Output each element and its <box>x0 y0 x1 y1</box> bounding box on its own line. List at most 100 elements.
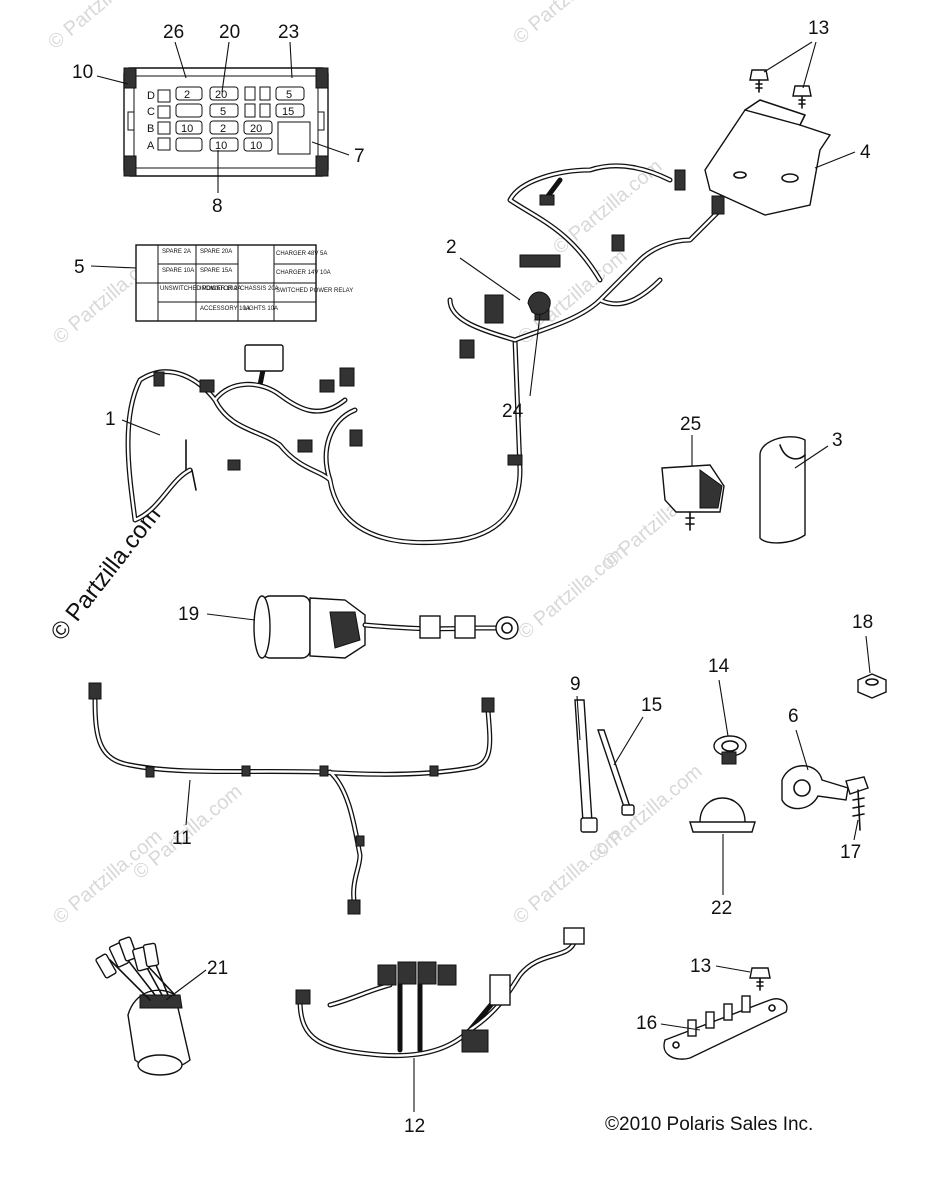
harness-connector <box>489 974 511 1006</box>
decal-cell: LIGHTS 10A <box>244 306 278 312</box>
harness-connector <box>227 459 241 471</box>
callout-13-top: 13 <box>808 18 829 39</box>
fuse-rating: 15 <box>282 106 294 118</box>
fuse-rating: 10 <box>250 140 262 152</box>
harness-connector <box>349 429 363 447</box>
watermark-9: © Partzilla.com <box>589 760 706 863</box>
decal-cell: CHARGER 48V 5A <box>276 251 327 257</box>
fuse-rating: 2 <box>184 89 190 101</box>
callout-25: 25 <box>680 414 701 435</box>
fuse-row-letter-b: B <box>147 123 154 135</box>
harness-connector <box>347 899 361 915</box>
fuse-box[interactable]: D C B A 2 20 5 10 2 20 10 10 5 15 <box>123 67 329 177</box>
wiring-harness-11[interactable] <box>88 682 495 915</box>
fuse-slots: 2 20 5 10 2 20 10 10 5 15 <box>157 86 311 155</box>
callout-13-lower: 13 <box>690 956 711 977</box>
decal-cell: CHARGER 14V 10A <box>276 270 331 276</box>
clamp-14[interactable] <box>713 735 747 765</box>
harness-clip <box>507 454 523 466</box>
callout-10: 10 <box>72 62 93 83</box>
callout-17: 17 <box>840 842 861 863</box>
protective-sleeve-3[interactable] <box>759 436 806 544</box>
callout-7: 7 <box>354 146 365 167</box>
ignition-switch-19[interactable] <box>253 595 519 659</box>
decal-cell: CHASSIS 20A <box>240 286 279 292</box>
harness-connector <box>153 371 165 387</box>
terminal-strip-16[interactable] <box>663 995 788 1060</box>
bracket-hole <box>781 173 799 183</box>
callout-4: 4 <box>860 142 871 163</box>
fuse-box-ear <box>315 67 329 89</box>
copyright-notice: ©2010 Polaris Sales Inc. <box>605 1114 813 1135</box>
decal-cell: SPARE 2A <box>162 249 191 255</box>
bracket-hole <box>733 171 747 179</box>
bracket-flange <box>744 99 806 126</box>
cable-tie-15[interactable] <box>597 729 635 816</box>
harness-connector <box>481 697 495 713</box>
callout-3: 3 <box>832 430 843 451</box>
callout-24: 24 <box>502 401 524 422</box>
flange-nut-18[interactable] <box>857 673 887 699</box>
watermark-2: © Partzilla.com <box>509 0 626 49</box>
fuse-box-outline <box>123 67 329 177</box>
fuse-label-decal[interactable]: SPARE 2A SPARE 20A CHARGER 48V 5A SPARE … <box>135 244 353 322</box>
harness-connector <box>539 194 555 206</box>
decal-cell: ACCESSORY 10A <box>200 306 250 312</box>
push-rivet-lower[interactable] <box>749 967 771 991</box>
ring-terminal <box>495 616 519 640</box>
watermark-1: © Partzilla.com <box>44 0 161 54</box>
harness-main-connector <box>461 1029 489 1053</box>
harness-lead <box>185 439 197 491</box>
fuse-box-tab <box>317 111 325 131</box>
push-rivet-top[interactable] <box>749 69 812 109</box>
decal-cell: SWITCHED POWER RELAY <box>276 288 353 294</box>
harness-connector <box>377 964 397 986</box>
main-wiring-harness[interactable] <box>125 163 725 546</box>
callout-labels: 26 20 23 10 7 8 13 4 5 2 24 1 25 3 19 18… <box>72 18 873 1137</box>
harness-connector <box>417 961 437 985</box>
fuse-rating: 20 <box>215 89 227 101</box>
fuse-rating: 20 <box>250 123 262 135</box>
callout-19: 19 <box>178 604 199 625</box>
terminal-cover-25[interactable] <box>661 464 725 531</box>
connector-harness-21[interactable] <box>95 936 191 1076</box>
harness-connector <box>484 294 504 324</box>
harness-connector <box>319 379 335 393</box>
callout-18: 18 <box>852 612 873 633</box>
harness-connector <box>459 339 475 359</box>
harness-clip <box>319 765 329 777</box>
decal-cell: INDICATOR 2A <box>200 286 241 292</box>
callout-26: 26 <box>163 22 184 43</box>
harness-connector <box>519 254 561 268</box>
bolt-17[interactable] <box>845 776 869 831</box>
fuse-row-letter-c: C <box>147 106 155 118</box>
harness-connector <box>437 964 457 986</box>
mounting-bracket[interactable] <box>704 99 832 216</box>
switch-boot <box>454 615 476 639</box>
callout-1: 1 <box>105 409 116 430</box>
callout-20: 20 <box>219 22 240 43</box>
harness-clip-24[interactable] <box>527 291 551 315</box>
decal-cell: SPARE 10A <box>162 268 194 274</box>
harness-connector <box>711 195 725 215</box>
decal-cell: UNSWITCHED POWER 10A <box>160 286 237 292</box>
fuse-rating: 5 <box>286 89 292 101</box>
callout-5: 5 <box>74 257 85 278</box>
wiring-harness-12[interactable] <box>295 927 585 1059</box>
callout-6: 6 <box>788 706 799 727</box>
callout-8: 8 <box>212 196 223 217</box>
callout-11: 11 <box>172 828 192 849</box>
fuse-box-tab <box>127 111 135 131</box>
switch-boot <box>419 615 441 639</box>
fuse-box-ear <box>123 155 137 177</box>
p-clamp-6[interactable] <box>781 765 849 810</box>
mounting-clip-22[interactable] <box>689 797 756 833</box>
bracket-body <box>704 109 832 216</box>
harness-connector <box>199 379 215 393</box>
callout-15: 15 <box>641 695 662 716</box>
callout-16: 16 <box>636 1013 657 1034</box>
fuse-row-letter-d: D <box>147 90 155 102</box>
harness-connector <box>611 234 625 252</box>
harness-clip <box>145 766 155 778</box>
